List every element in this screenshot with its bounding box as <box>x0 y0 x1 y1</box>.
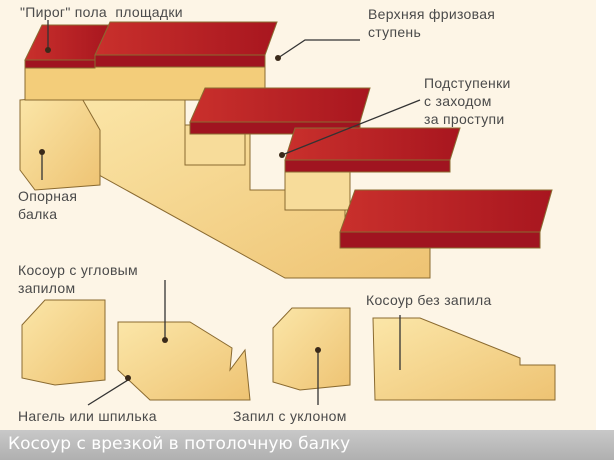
label-beam-1: Опорная <box>18 188 78 204</box>
stair-illustration <box>19 20 556 406</box>
caption-bar: Косоур с врезкой в потолочную балку <box>0 430 614 460</box>
label-stringer-angle-2: запилом <box>18 280 76 296</box>
label-risers-3: за проступи <box>424 111 505 127</box>
label-stringer-angle-1: Косоур с угловым <box>18 262 138 278</box>
stair-diagram: "Пирог" пола площадки Верхняя фризовая с… <box>0 0 596 460</box>
label-risers-1: Подступенки <box>424 75 511 91</box>
beam-detail-right <box>272 307 351 391</box>
tread-2 <box>189 87 371 123</box>
beam-detail-left <box>21 299 106 386</box>
label-top-step-2: ступень <box>368 24 422 40</box>
stringer-slope-cut <box>372 317 556 401</box>
label-top-step-1: Верхняя фризовая <box>368 6 496 22</box>
label-dowel: Нагель или шпилька <box>18 408 157 424</box>
support-beam <box>19 94 101 191</box>
stringer-angle-cut <box>117 321 251 401</box>
label-risers-2: с заходом <box>424 93 492 109</box>
label-beam-2: балка <box>18 206 58 222</box>
tread-4 <box>339 189 553 233</box>
label-floor-pie: "Пирог" пола площадки <box>20 4 183 20</box>
label-slope-cut: Запил с уклоном <box>233 408 347 424</box>
label-stringer-no-cut: Косоур без запила <box>366 292 492 308</box>
caption-text: Косоур с врезкой в потолочную балку <box>8 434 351 454</box>
top-tread <box>94 21 278 56</box>
